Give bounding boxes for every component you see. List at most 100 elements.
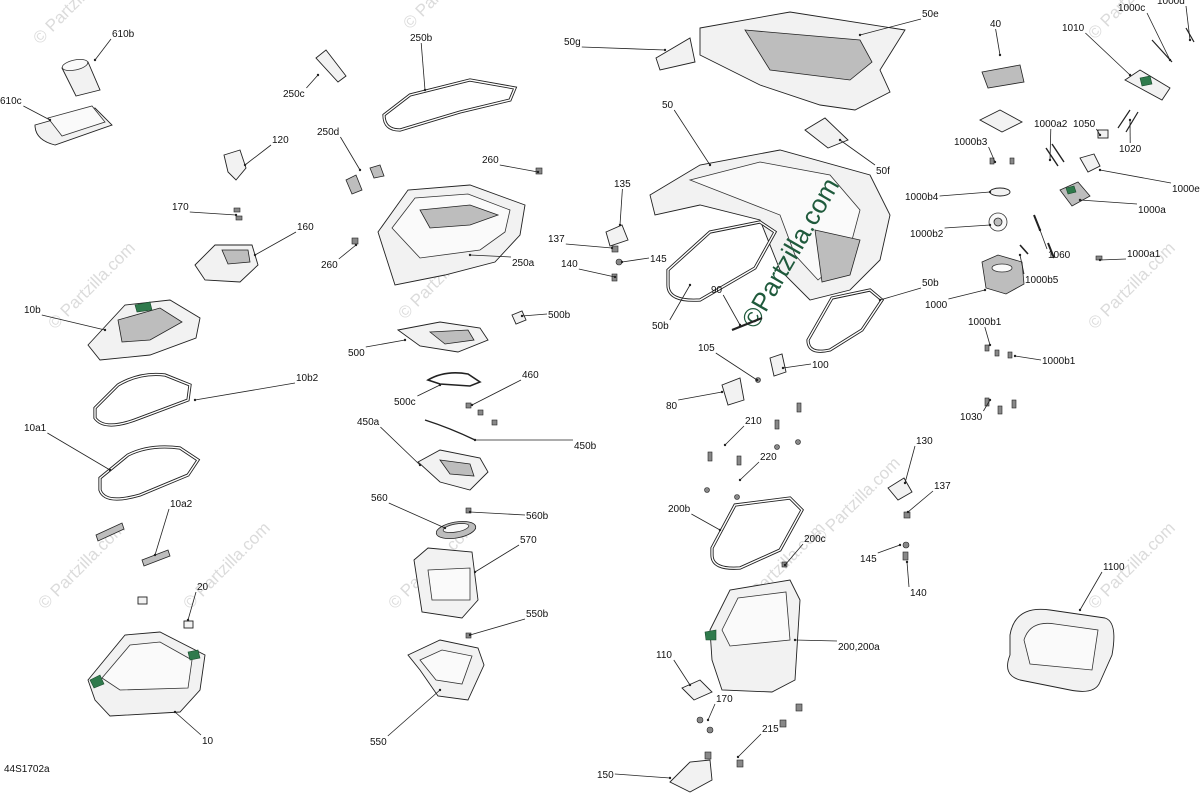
- callout-c135: 135: [614, 179, 631, 227]
- leader-end: [738, 478, 742, 482]
- leader-end: [316, 73, 320, 77]
- leader-line: [983, 399, 991, 412]
- callout-c610c: 610c: [0, 96, 52, 122]
- callout-c105: 105: [698, 343, 759, 382]
- part-200b-gasket: [710, 496, 804, 570]
- part-1100-pad: [1007, 608, 1115, 692]
- leader-end: [723, 443, 727, 447]
- leader-line: [194, 382, 296, 401]
- callout-c1030: 1030: [960, 398, 992, 423]
- part-50f-panel: [804, 117, 849, 149]
- leader-line: [94, 38, 112, 61]
- callout-c10a1: 10a1: [24, 423, 112, 472]
- leader-line: [581, 46, 666, 51]
- leader-end: [620, 260, 624, 264]
- leader-end: [1038, 228, 1042, 232]
- callout-c20: 20: [186, 582, 209, 622]
- part-1000b1-screws: [984, 344, 1013, 359]
- callout-label: 200,200a: [838, 642, 880, 653]
- callout-c1000b5: 1000b5: [1018, 253, 1059, 286]
- callout-c110: 110: [656, 650, 692, 687]
- callout-label: 550: [370, 737, 387, 748]
- leader-line: [782, 363, 812, 369]
- part-570-duct: [413, 547, 479, 619]
- part-100-bracket: [769, 353, 787, 377]
- leader-end: [536, 170, 540, 174]
- leader-end: [736, 755, 740, 759]
- part-460-screws: [465, 402, 498, 426]
- part-1050-1020-hardware: [1097, 109, 1139, 139]
- leader-line: [988, 146, 996, 163]
- leader-line: [499, 164, 539, 173]
- leader-end: [838, 138, 842, 142]
- leader-line: [715, 352, 758, 381]
- leader-end: [418, 463, 422, 467]
- leader-line: [906, 561, 910, 588]
- leader-line: [387, 689, 441, 737]
- leader-line: [417, 384, 441, 397]
- callout-c1100: 1100: [1078, 562, 1125, 612]
- leader-end: [755, 378, 759, 382]
- leader-line: [471, 379, 522, 406]
- callout-label: 250c: [283, 89, 305, 100]
- leader-line: [948, 289, 986, 300]
- leader-line: [691, 513, 721, 531]
- part-1000-actuator: [981, 254, 1025, 295]
- part-170-screws: [233, 207, 243, 221]
- part-250b-gasket: [382, 78, 518, 132]
- callout-c560b: 560b: [468, 510, 549, 522]
- leader-line: [578, 268, 616, 278]
- callout-c610b: 610b: [93, 29, 135, 62]
- callout-c1000b1a: 1000b1: [968, 317, 1002, 347]
- callout-label: 160: [297, 222, 314, 233]
- leader-end: [186, 618, 190, 622]
- callout-c137b: 137: [906, 481, 951, 514]
- callout-c560: 560: [371, 493, 447, 530]
- callout-c1000b4: 1000b4: [905, 190, 992, 203]
- callout-label: 10a1: [24, 423, 47, 434]
- part-610b-cup: [61, 59, 101, 97]
- leader-line: [469, 511, 526, 516]
- callout-c1010: 1010: [1062, 23, 1132, 77]
- part-500b-clip: [511, 310, 527, 325]
- callout-label: 260: [321, 260, 338, 271]
- leader-end: [1128, 118, 1132, 122]
- callout-label: 170: [172, 202, 189, 213]
- leader-line: [23, 105, 51, 121]
- leader-end: [1098, 258, 1102, 262]
- leader-line: [939, 191, 991, 197]
- callout-c1000a2: 1000a2: [1034, 119, 1068, 162]
- leader-end: [993, 160, 997, 164]
- leader-end: [903, 481, 907, 485]
- leader-line: [739, 461, 760, 481]
- leader-end: [613, 275, 617, 279]
- leader-line: [673, 659, 691, 686]
- leader-end: [468, 510, 472, 514]
- part-105-210-220-hardware: [704, 377, 802, 500]
- leader-line: [306, 74, 319, 89]
- callout-c220: 220: [738, 452, 777, 482]
- part-1000a-switch: [1059, 181, 1091, 207]
- callout-c140b: 140: [905, 560, 927, 599]
- callout-c460: 460: [470, 370, 539, 407]
- callout-label: 560: [371, 493, 388, 504]
- leader-line: [619, 188, 623, 226]
- callout-label: 570: [520, 535, 537, 546]
- part-160-intake-duct: [194, 244, 259, 283]
- callout-c500c: 500c: [394, 383, 442, 408]
- part-1000b5-pin: [1019, 244, 1029, 255]
- part-1060-pins: [1033, 214, 1055, 259]
- leader-line: [1085, 32, 1131, 76]
- callout-label: 1020: [1119, 144, 1142, 155]
- leader-end: [253, 253, 257, 257]
- part-170-215-hardware: [696, 703, 803, 768]
- callout-c550: 550: [370, 688, 442, 748]
- callout-label: 550b: [526, 609, 549, 620]
- callout-c215: 215: [736, 724, 779, 759]
- callout-label: 170: [716, 694, 733, 705]
- leader-line: [254, 231, 297, 256]
- callout-label: 140: [910, 588, 927, 599]
- part-50e-top-panel: [699, 11, 906, 111]
- callout-label: 250d: [317, 127, 339, 138]
- leader-end: [906, 510, 910, 514]
